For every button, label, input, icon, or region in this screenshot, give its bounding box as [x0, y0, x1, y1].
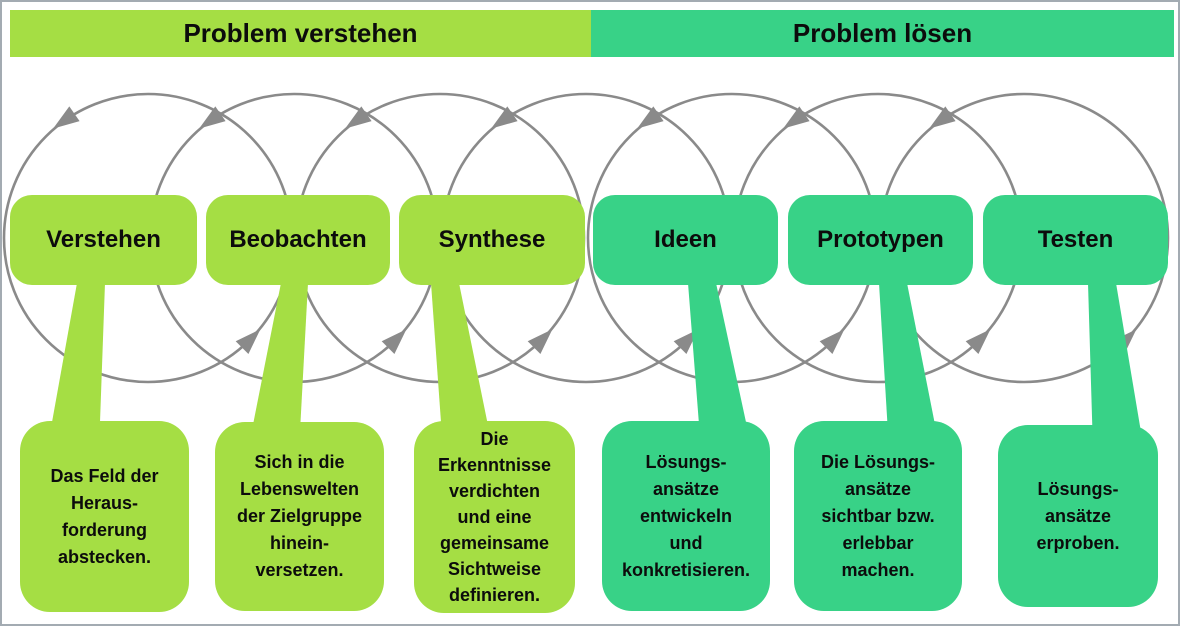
- loop-arrowhead-icon: [965, 329, 991, 354]
- loop-arrowhead-icon: [819, 329, 845, 354]
- callout-tail-ideen: [688, 283, 752, 450]
- callout-tail-verstehen: [47, 283, 105, 450]
- loop-arrowhead-icon: [527, 329, 553, 354]
- callout-synthese: Die Erkenntnisse verdichten und eine gem…: [414, 421, 575, 613]
- loop-arrowhead-icon: [783, 106, 810, 129]
- callout-tail-synthese: [431, 283, 493, 450]
- callout-testen: Lösungs- ansätze erproben.: [998, 425, 1158, 607]
- stage-box-beobachten: Beobachten: [206, 195, 390, 285]
- loop-arrowhead-icon: [53, 106, 80, 129]
- callout-ideen: Lösungs- ansätze entwickeln und konkreti…: [602, 421, 770, 611]
- stage-box-testen: Testen: [983, 195, 1168, 285]
- phase-header-problem-loesen: Problem lösen: [591, 10, 1174, 57]
- stage-box-verstehen: Verstehen: [10, 195, 197, 285]
- loop-arrowhead-icon: [929, 106, 956, 129]
- stage-box-synthese: Synthese: [399, 195, 585, 285]
- loop-arrowhead-icon: [491, 106, 518, 129]
- callout-tail-beobachten: [248, 283, 308, 450]
- callout-tail-prototypen: [879, 283, 940, 450]
- callout-beobachten: Sich in die Lebenswelten der Zielgruppe …: [215, 422, 384, 611]
- callout-tails: [47, 283, 1144, 450]
- callout-verstehen: Das Feld der Heraus- forderung abstecken…: [20, 421, 189, 612]
- loop-arrowhead-icon: [235, 329, 261, 354]
- loop-arrowhead-icon: [381, 329, 407, 354]
- stage-box-prototypen: Prototypen: [788, 195, 973, 285]
- stage-box-ideen: Ideen: [593, 195, 778, 285]
- callout-prototypen: Die Lösungs- ansätze sichtbar bzw. erleb…: [794, 421, 962, 611]
- loop-arrowhead-icon: [199, 106, 226, 129]
- loop-arrowhead-icon: [345, 106, 372, 129]
- phase-header-problem-verstehen: Problem verstehen: [10, 10, 591, 57]
- callout-tail-testen: [1088, 283, 1144, 450]
- loop-arrowhead-icon: [637, 106, 664, 129]
